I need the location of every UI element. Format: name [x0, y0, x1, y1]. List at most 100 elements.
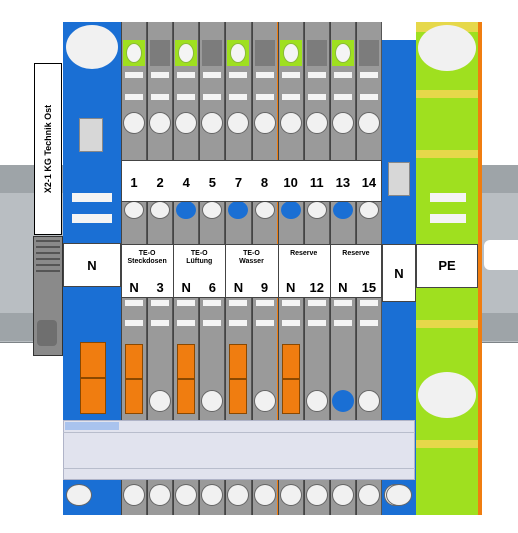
mid-bar-b — [203, 320, 222, 326]
group-line1: TE-O — [138, 250, 156, 257]
white-dot — [254, 201, 275, 219]
top-screw — [126, 43, 143, 63]
upper-number-strip — [121, 160, 382, 202]
bar-b — [177, 94, 196, 100]
pe-edge — [478, 22, 482, 515]
mid-bar-b — [255, 320, 274, 326]
group-number: 15 — [361, 280, 377, 295]
end-clamp-ribs — [36, 240, 60, 276]
bottom-screw — [305, 484, 328, 506]
bridge-line — [281, 378, 300, 380]
upper-screw — [279, 112, 302, 135]
upper-screw — [331, 112, 354, 135]
group-number: 12 — [309, 280, 324, 295]
bar-b — [203, 94, 222, 100]
upper-number: 1 — [130, 175, 138, 190]
pe-stripe-2 — [416, 90, 478, 98]
group-number: 3 — [156, 280, 164, 295]
upper-number: 11 — [309, 175, 324, 190]
mid-bar-b — [281, 320, 300, 326]
bottom-screw — [123, 484, 146, 506]
bar-b — [229, 94, 248, 100]
white-dot — [306, 201, 327, 219]
pe-bar-1 — [430, 193, 466, 202]
mid-bar-a — [125, 300, 144, 306]
upper-screw — [175, 112, 198, 135]
lower-screw — [253, 390, 276, 413]
mid-bar-a — [203, 300, 222, 306]
group-label: Reserve — [330, 250, 382, 258]
upper-screw — [227, 112, 250, 135]
n-right-label — [382, 244, 416, 302]
mid-bar-a — [229, 300, 248, 306]
n-left-bar-1 — [72, 193, 112, 202]
mid-bar-b — [229, 320, 248, 326]
upper-number: 13 — [335, 175, 351, 190]
bar-b — [359, 94, 378, 100]
upper-number: 8 — [260, 175, 269, 190]
bottom-screw — [175, 484, 198, 506]
upper-number: 14 — [361, 175, 377, 190]
mid-bar-b — [151, 320, 170, 326]
n-left-screw-slot — [79, 118, 103, 152]
pe-stripe-4 — [416, 320, 478, 328]
cover-plate-line-2 — [63, 468, 415, 469]
bar-a — [359, 72, 378, 78]
bottom-screw-right — [386, 484, 412, 506]
lower-screw — [305, 390, 328, 413]
group-divider — [225, 244, 227, 298]
group-line2: Lüftung — [186, 258, 213, 265]
top-screw — [282, 43, 299, 63]
upper-number: 7 — [234, 175, 243, 190]
n-left-top-ellipse — [66, 25, 118, 69]
bridge-line — [177, 378, 196, 380]
upper-screw — [253, 112, 276, 135]
mid-bar-a — [255, 300, 274, 306]
blue-dot — [280, 201, 301, 219]
n-right-text: N — [394, 266, 404, 281]
bar-a — [177, 72, 196, 78]
group-label: Reserve — [278, 250, 330, 258]
mid-bar-b — [177, 320, 196, 326]
upper-screw — [123, 112, 146, 135]
upper-number: 5 — [208, 175, 216, 190]
marker-label: X2-1 KG Technik Ost — [34, 63, 62, 235]
blue-dot — [332, 201, 353, 219]
pe-text: PE — [438, 258, 456, 273]
group-n: N — [338, 280, 348, 295]
group-number: 6 — [208, 280, 216, 295]
group-n: N — [129, 280, 139, 295]
bottom-screw-left — [66, 484, 92, 506]
n-left-text: N — [87, 258, 97, 273]
n-left-bar-2 — [72, 214, 112, 223]
pe-label — [416, 244, 478, 288]
group-divider — [277, 244, 279, 298]
bar-a — [307, 72, 326, 78]
bottom-screw — [279, 484, 302, 506]
mid-bar-a — [333, 300, 352, 306]
group-label-strip — [121, 244, 382, 298]
group-n: N — [285, 280, 296, 295]
bottom-screw — [357, 484, 380, 506]
lower-screw — [201, 390, 224, 413]
pe-stripe-5 — [416, 440, 478, 448]
group-line1: Reserve — [290, 250, 318, 257]
bottom-screw — [227, 484, 250, 506]
n-left-label — [63, 243, 121, 287]
bridge-line — [125, 378, 144, 380]
top-screw — [230, 43, 247, 63]
bar-a — [281, 72, 300, 78]
bar-b — [125, 94, 144, 100]
blue-lower-screw — [331, 390, 354, 413]
upper-screw — [201, 112, 224, 135]
upper-screw — [357, 112, 380, 135]
upper-screw — [149, 112, 172, 135]
bottom-screw — [201, 484, 224, 506]
bottom-screw — [149, 484, 172, 506]
end-clamp-notch — [37, 320, 57, 346]
din-rail-end-right — [484, 240, 518, 270]
bar-b — [281, 94, 300, 100]
